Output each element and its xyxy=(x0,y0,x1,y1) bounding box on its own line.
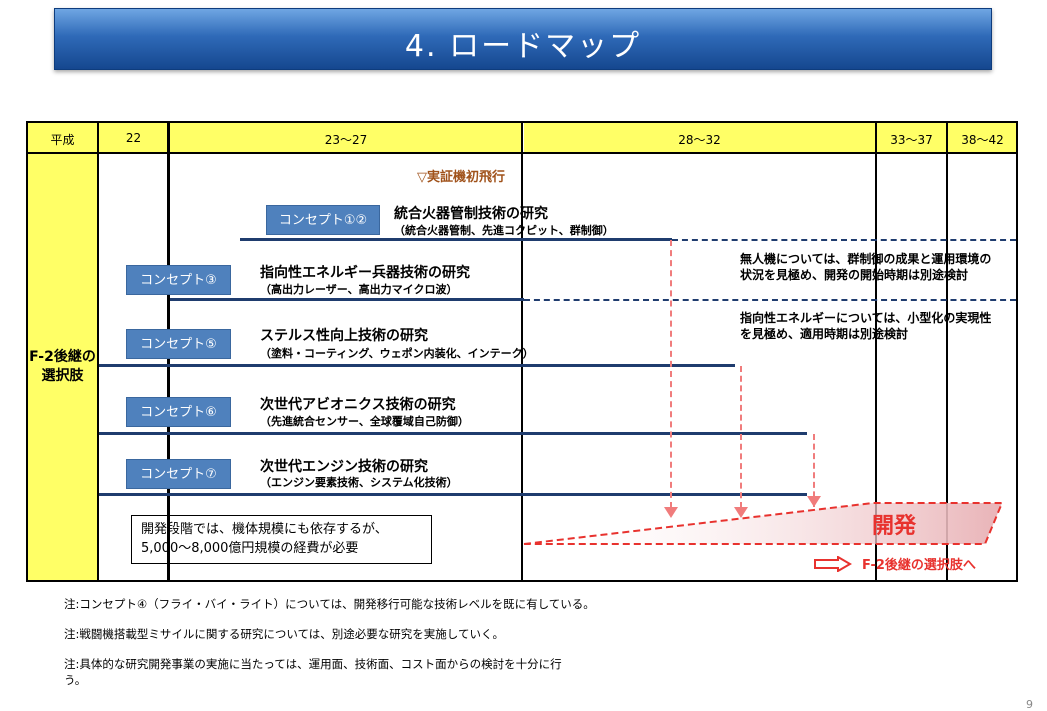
research-subtitle-stealth: （塗料・コーティング、ウェポン内装化、インテーク） xyxy=(260,347,534,360)
header-label-38-42: 38～42 xyxy=(961,133,1004,147)
header-cell-38-42 xyxy=(948,121,1017,153)
title-banner: 4. ロードマップ xyxy=(54,8,992,70)
development-wedge-shape xyxy=(523,502,1004,545)
note-directed-energy: 指向性エネルギーについては、小型化の実現性 を見極め、適用時期は別途検討 xyxy=(740,310,991,342)
column-divider xyxy=(521,121,523,582)
research-title-directed-energy: 指向性エネルギー兵器技術の研究 xyxy=(260,265,470,281)
research-line-fire-control xyxy=(240,238,672,241)
header-label-28-32: 28～32 xyxy=(678,133,721,147)
concept-box-6: コンセプト⑥ xyxy=(126,397,231,427)
header-label-22: 22 xyxy=(125,131,142,145)
header-label-33-37: 33～37 xyxy=(890,133,933,147)
footnote-missile: 注:戦闘機搭載型ミサイルに関する研究については、別途必要な研究を実施していく。 xyxy=(64,627,504,641)
note-unmanned: 無人機については、群制御の成果と運用環境の 状況を見極め、開発の開始時期は別途検… xyxy=(740,251,991,283)
transition-arrow-line xyxy=(813,434,815,507)
transition-arrowhead xyxy=(664,507,678,518)
selection-label: F-2後継の選択肢へ xyxy=(862,558,976,573)
research-line-directed-energy xyxy=(170,298,524,301)
transition-arrow-line xyxy=(740,366,742,508)
research-subtitle-engine: （エンジン要素技術、システム化技術） xyxy=(260,476,458,489)
footnote-concept-4: 注:コンセプト④（フライ・バイ・ライト）については、開発移行可能な技術レベルを既… xyxy=(64,597,595,611)
page-title: 4. ロードマップ xyxy=(404,29,642,64)
concept-box-1-2: コンセプト①② xyxy=(266,205,380,235)
note-unmanned-line-2: 状況を見極め、開発の開始時期は別途検討 xyxy=(740,268,969,282)
arrow-right-icon xyxy=(814,556,852,572)
concept-box-5: コンセプト⑤ xyxy=(126,329,231,359)
header-cell-23-27 xyxy=(170,121,522,153)
research-title-stealth: ステルス性向上技術の研究 xyxy=(260,328,428,344)
research-line-extension-dashed xyxy=(524,299,1016,301)
research-title-engine: 次世代エンジン技術の研究 xyxy=(260,459,428,475)
research-subtitle-fire-control: （統合火器管制、先進コクピット、群制御） xyxy=(394,224,614,237)
transition-arrowhead xyxy=(807,496,821,507)
footnote-implementation: 注:具体的な研究開発事業の実施に当たっては、運用面、技術面、コスト面からの検討を… xyxy=(64,657,562,671)
header-cell-22 xyxy=(99,121,168,153)
research-subtitle-directed-energy: （高出力レーザー、高出力マイクロ波） xyxy=(260,283,458,296)
row-label-band xyxy=(27,153,98,581)
roadmap-table-frame xyxy=(26,121,1018,582)
footnote-implementation-cont: う。 xyxy=(64,673,87,687)
milestone-first-flight: ▽実証機初飛行 xyxy=(417,170,505,185)
cost-note-line-1: 開発段階では、機体規模にも依存するが、 xyxy=(141,522,388,537)
note-energy-line-2: を見極め、適用時期は別途検討 xyxy=(740,327,909,341)
research-line-engine xyxy=(99,493,807,496)
cost-note-line-2: 5,000～8,000億円規模の経費が必要 xyxy=(141,541,359,556)
research-line-stealth xyxy=(99,364,735,367)
research-title-avionics: 次世代アビオニクス技術の研究 xyxy=(260,397,456,413)
header-label-heisei: 平成 xyxy=(50,133,75,147)
concept-box-3: コンセプト③ xyxy=(126,265,231,295)
header-cell-28-32 xyxy=(524,121,875,153)
cost-note-box: 開発段階では、機体規模にも依存するが、 5,000～8,000億円規模の経費が必… xyxy=(131,515,432,564)
research-subtitle-avionics: （先進統合センサー、全球覆域自己防御） xyxy=(260,415,469,428)
transition-arrow-line xyxy=(670,240,672,508)
header-cell-heisei xyxy=(27,121,98,153)
header-label-23-27: 23～27 xyxy=(324,133,368,147)
column-divider xyxy=(97,121,99,582)
header-cell-33-37 xyxy=(877,121,946,153)
note-unmanned-line-1: 無人機については、群制御の成果と運用環境の xyxy=(740,252,992,266)
research-line-avionics xyxy=(99,432,807,435)
column-divider xyxy=(946,121,948,582)
page-number: 9 xyxy=(1026,698,1033,711)
concept-box-7: コンセプト⑦ xyxy=(126,459,231,489)
column-divider xyxy=(875,121,877,582)
transition-arrowhead xyxy=(734,507,748,518)
research-title-fire-control: 統合火器管制技術の研究 xyxy=(394,206,548,222)
note-energy-line-1: 指向性エネルギーについては、小型化の実現性 xyxy=(740,311,992,325)
row-label: F-2後継の選択肢 xyxy=(29,349,96,384)
research-line-extension-dashed xyxy=(672,239,1016,241)
development-label: 開発 xyxy=(872,514,917,539)
